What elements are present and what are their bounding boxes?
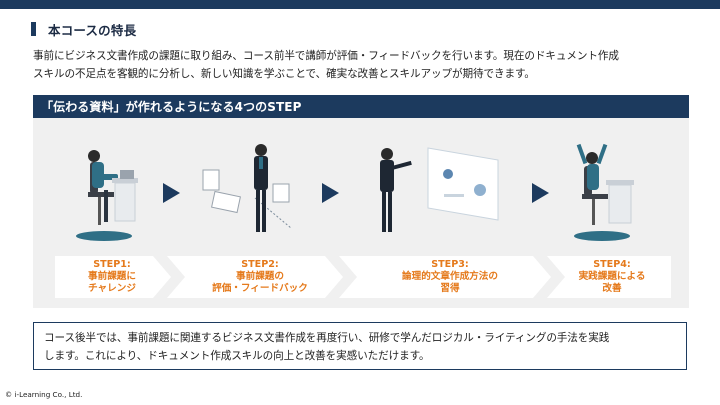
person-head: [255, 144, 267, 156]
step2-number: STEP2:: [241, 259, 279, 270]
note-line-1: コース後半では、事前課題に関連するビジネス文書作成を再度行い、研修で学んだロジカ…: [44, 332, 610, 344]
raised-arm: [596, 143, 608, 165]
copyright-text: © i-Learning Co., Ltd.: [5, 390, 83, 399]
chair-seat: [582, 194, 608, 199]
person-leg: [262, 190, 266, 232]
section-marker: [31, 22, 36, 36]
person-head: [381, 148, 393, 160]
person-suit: [380, 160, 394, 192]
chevron-step1: [55, 256, 171, 298]
step-chevron-band: [55, 256, 671, 298]
step1-line2: 事前課題に: [88, 271, 136, 282]
person-tie: [259, 157, 263, 169]
chevron-shapes: [55, 256, 671, 298]
desk-top: [606, 180, 634, 185]
floating-doc-icon: [202, 169, 220, 191]
step1-line3: チャレンジ: [88, 283, 136, 294]
person-leg: [388, 192, 392, 232]
step1-number: STEP1:: [93, 259, 131, 270]
step1-illustration: [76, 150, 138, 241]
step3-line3: 習得: [440, 283, 460, 294]
intro-line-1: 事前にビジネス文書作成の課題に取り組み、コース前半で講師が評価・フィードバックを…: [33, 50, 619, 62]
step2-line2: 事前課題の: [236, 271, 284, 282]
floor-shadow: [574, 231, 630, 241]
summary-note-text: コース後半では、事前課題に関連するビジネス文書作成を再度行い、研修で学んだロジカ…: [44, 329, 680, 365]
step2-line3: 評価・フィードバック: [212, 283, 308, 294]
laptop: [120, 170, 134, 179]
step2-illustration: [202, 144, 292, 232]
screen-text-line: [444, 194, 464, 197]
section-title: 本コースの特長: [48, 22, 137, 38]
floor-shadow: [76, 231, 132, 241]
step4-label: STEP4: 実践課題による 改善: [557, 259, 667, 295]
intro-line-2: スキルの不足点を客観的に分析し、新しい知識を学ぶことで、確実な改善とスキルアップ…: [33, 68, 535, 80]
person-leg: [104, 190, 108, 222]
step3-illustration: [380, 147, 499, 232]
person-torso: [587, 164, 599, 190]
chair-stem: [98, 197, 101, 225]
steps-header-title: 「伝わる資料」が作れるようになる4つのSTEP: [41, 100, 302, 114]
person-leg: [256, 190, 260, 232]
screen-chart-dot: [443, 169, 453, 179]
chevron-step2: [167, 256, 343, 298]
step-arrow-icon: [163, 183, 180, 203]
summary-note-box: コース後半では、事前課題に関連するビジネス文書作成を再度行い、研修で学んだロジカ…: [33, 322, 687, 370]
presentation-screen: [427, 147, 499, 221]
person-suit: [254, 156, 268, 190]
chevron-step4: [547, 256, 671, 298]
person-arm: [391, 160, 412, 170]
chair-stem: [592, 199, 595, 225]
floating-book-icon: [211, 190, 241, 214]
note-line-2: します。これにより、ドキュメント作成スキルの向上と改善を実感いただけます。: [44, 350, 430, 362]
floating-doc-icon: [272, 183, 290, 203]
screen-chart-dot: [474, 184, 486, 196]
desk-body: [114, 182, 136, 222]
person-head: [586, 152, 598, 164]
step3-line2: 論理的文章作成方法の: [402, 271, 498, 282]
step-arrow-icon: [532, 183, 549, 203]
person-head: [88, 150, 100, 162]
person-leg: [382, 192, 386, 232]
desk-body: [608, 184, 632, 224]
intro-paragraph: 事前にビジネス文書作成の課題に取り組み、コース前半で講師が評価・フィードバックを…: [33, 47, 693, 83]
step4-number: STEP4:: [593, 259, 631, 270]
chair-seat: [88, 192, 114, 197]
step4-line2: 実践課題による: [578, 271, 646, 282]
person-torso: [92, 162, 104, 188]
desk-top: [112, 178, 138, 183]
step4-illustration: [574, 143, 634, 241]
step1-label: STEP1: 事前課題に チャレンジ: [62, 259, 162, 295]
raised-arm: [576, 143, 588, 165]
step-arrow-icon: [322, 183, 339, 203]
steps-header: 「伝わる資料」が作れるようになる4つのSTEP: [33, 95, 689, 118]
step3-label: STEP3: 論理的文章作成方法の 習得: [365, 259, 535, 295]
step3-number: STEP3:: [431, 259, 469, 270]
step2-label: STEP2: 事前課題の 評価・フィードバック: [190, 259, 330, 295]
chevron-step3: [339, 256, 551, 298]
section-heading: 本コースの特長: [31, 21, 137, 38]
top-accent-bar: [0, 0, 720, 9]
step4-line3: 改善: [602, 283, 622, 294]
